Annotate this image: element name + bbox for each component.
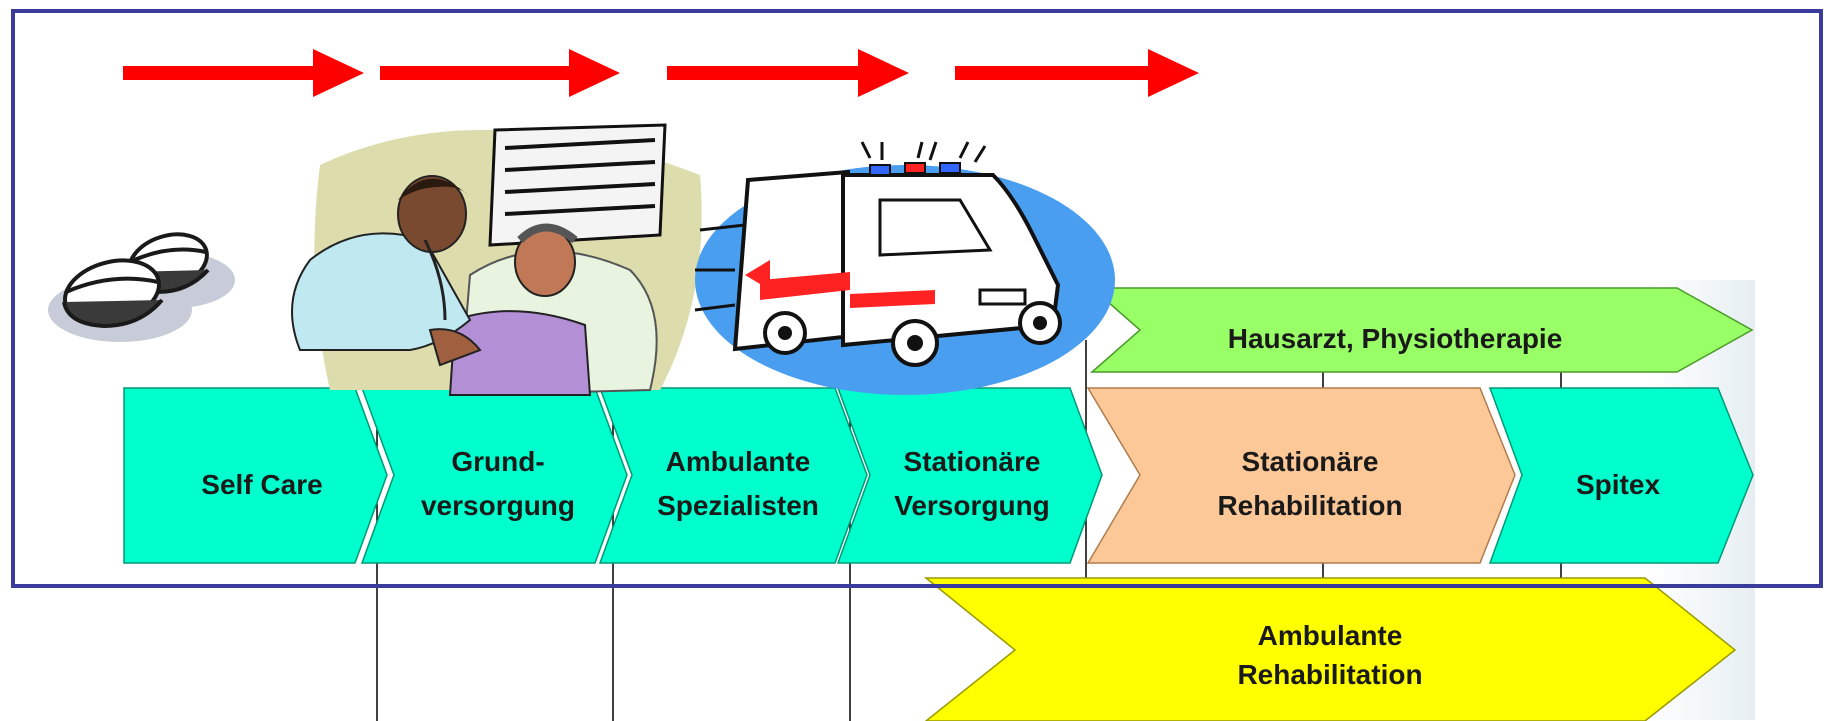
- stage-shape: [836, 387, 1103, 564]
- doctor-patient-icon: [291, 123, 702, 397]
- stage-grundversorgung: Grund- versorgung: [360, 387, 628, 564]
- pills-icon: [48, 232, 235, 342]
- stage-self-care: Self Care: [123, 387, 388, 564]
- stage-shape: [1086, 387, 1516, 564]
- stage-ambulante-spezialisten: Ambulante Spezialisten: [598, 387, 868, 564]
- stage-row: Self Care Grund- versorgung Ambulante Sp…: [123, 387, 1754, 564]
- red-arrow-icon: [380, 49, 620, 97]
- green-band-text: Hausarzt, Physiotherapie: [1228, 323, 1563, 354]
- red-arrow-icon: [667, 49, 909, 97]
- stage-stationaere-versorgung-line-1: Stationäre: [904, 446, 1041, 477]
- stage-self-care-label: Self Care: [201, 469, 322, 500]
- stage-stationaere-versorgung: Stationäre Versorgung: [836, 387, 1103, 564]
- stage-stationaere-rehabilitation: Stationäre Rehabilitation: [1086, 387, 1516, 564]
- diagram-frame: [11, 9, 1823, 588]
- yellow-band-line-2: Rehabilitation: [1237, 659, 1422, 690]
- stage-grundversorgung-line-2: versorgung: [421, 490, 575, 521]
- stage-shape: [123, 387, 388, 564]
- green-band: Hausarzt, Physiotherapie: [1090, 287, 1754, 373]
- ambulance-icon: [694, 141, 1115, 395]
- direction-arrows: [123, 49, 1199, 97]
- yellow-band-shape: [923, 577, 1737, 721]
- stage-stationaere-rehabilitation-line-1: Stationäre: [1242, 446, 1379, 477]
- stage-shape: [1488, 387, 1754, 564]
- red-arrow-icon: [955, 49, 1199, 97]
- stage-ambulante-spezialisten-line-1: Ambulante: [666, 446, 811, 477]
- stage-stationaere-versorgung-line-2: Versorgung: [894, 490, 1050, 521]
- stage-spitex-label: Spitex: [1576, 469, 1660, 500]
- stage-spitex: Spitex: [1488, 387, 1754, 564]
- yellow-band: Ambulante Rehabilitation: [923, 577, 1737, 721]
- green-band-shape: [1090, 287, 1754, 373]
- stage-stationaere-rehabilitation-line-2: Rehabilitation: [1217, 490, 1402, 521]
- red-arrow-icon: [123, 49, 364, 97]
- yellow-band-line-1: Ambulante: [1258, 620, 1403, 651]
- stage-ambulante-spezialisten-line-2: Spezialisten: [657, 490, 819, 521]
- stage-grundversorgung-line-1: Grund-: [451, 446, 544, 477]
